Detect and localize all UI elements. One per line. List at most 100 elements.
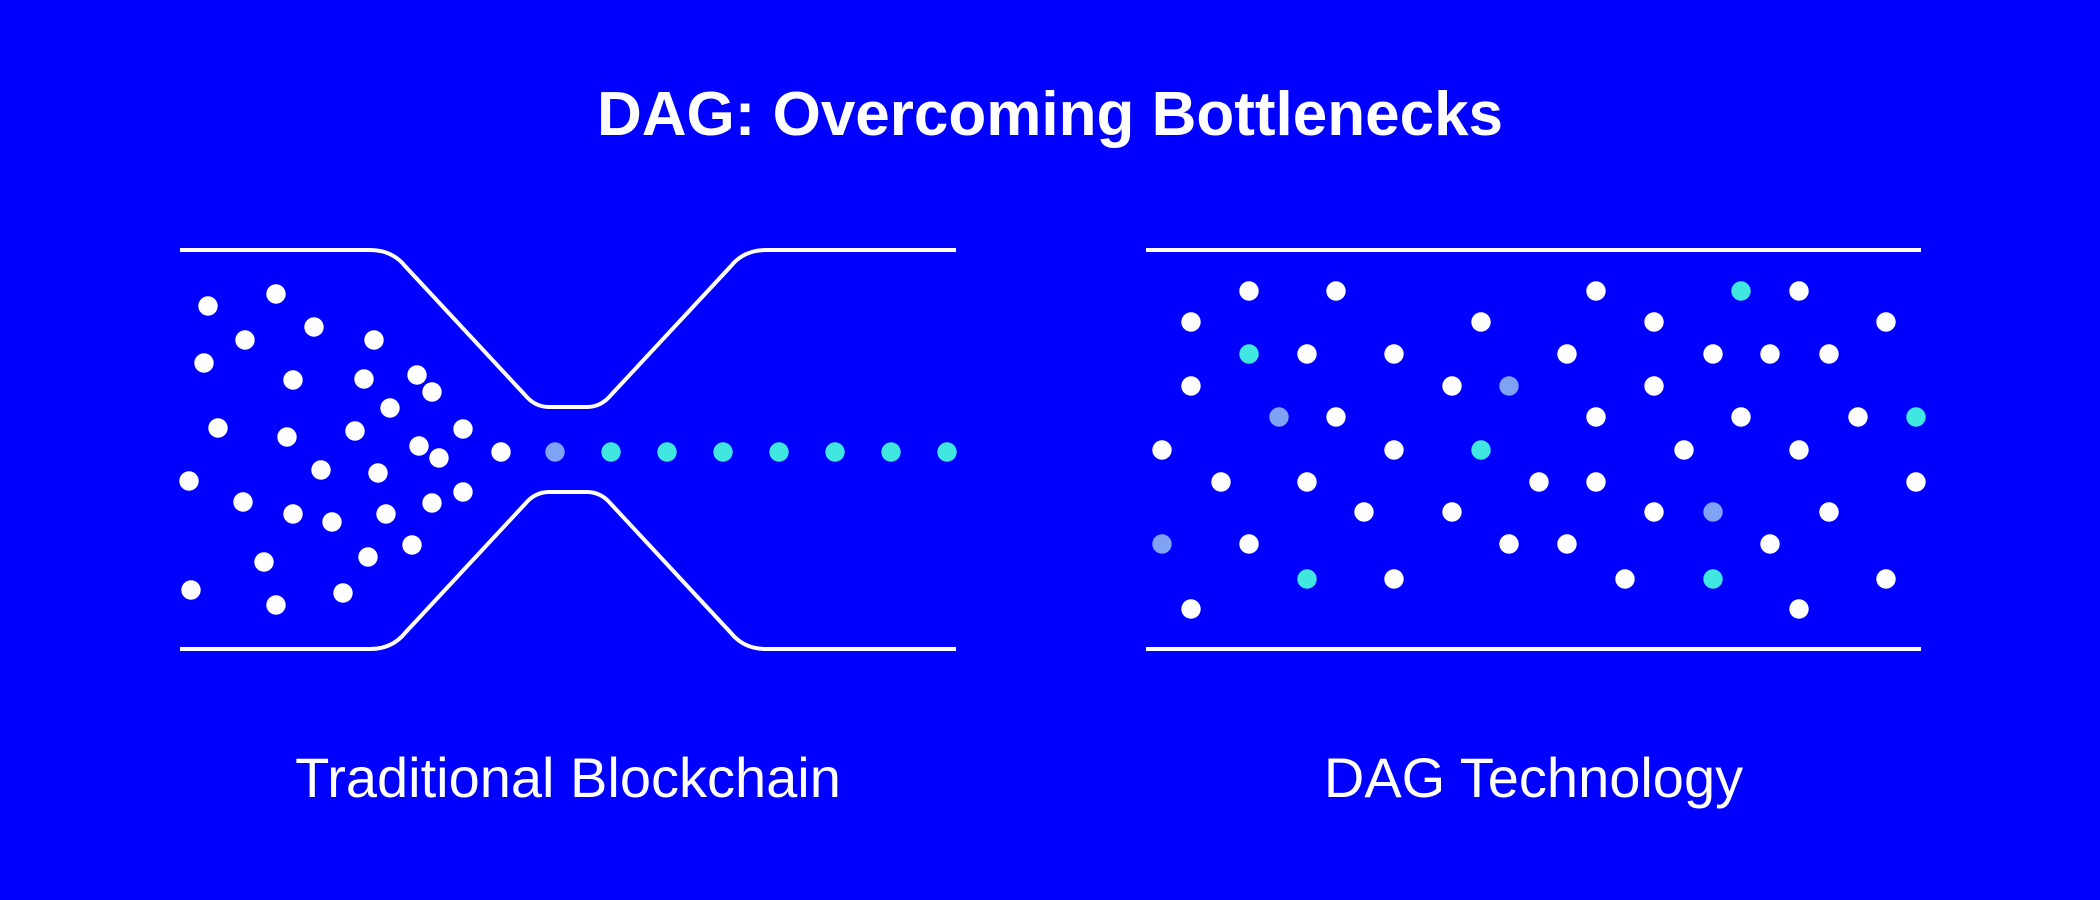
white-dot xyxy=(304,317,324,337)
cyan-dot xyxy=(825,442,845,462)
white-dot xyxy=(311,460,331,480)
funnel-top-wall xyxy=(180,248,956,409)
diagram-title: DAG: Overcoming Bottlenecks xyxy=(596,80,1504,149)
white-dot xyxy=(409,436,429,456)
dag-technology-panel xyxy=(1146,248,1926,651)
white-dot xyxy=(1586,281,1606,301)
white-dot xyxy=(1848,407,1868,427)
white-dot xyxy=(1529,472,1549,492)
cyan-dot xyxy=(1906,407,1926,427)
white-dot xyxy=(453,482,473,502)
white-dot xyxy=(453,419,473,439)
white-dot xyxy=(422,382,442,402)
white-dot xyxy=(354,369,374,389)
white-dot xyxy=(235,330,255,350)
cyan-dot xyxy=(1471,440,1491,460)
white-dot xyxy=(1615,569,1635,589)
cyan-dot xyxy=(1731,281,1751,301)
white-dot xyxy=(368,463,388,483)
white-dot xyxy=(1674,440,1694,460)
white-dot xyxy=(345,421,365,441)
white-dot xyxy=(1181,376,1201,396)
white-dot xyxy=(1326,281,1346,301)
white-dot xyxy=(254,552,274,572)
traditional-blockchain-panel xyxy=(179,248,957,651)
white-dot xyxy=(1152,440,1172,460)
white-dot xyxy=(1442,502,1462,522)
cyan-dot xyxy=(1297,569,1317,589)
white-dot xyxy=(1557,344,1577,364)
lightblue-dot xyxy=(545,442,565,462)
dag-technology-label: DAG Technology xyxy=(1323,746,1744,809)
white-dot xyxy=(1384,569,1404,589)
white-dot xyxy=(1789,281,1809,301)
white-dot xyxy=(1297,344,1317,364)
white-dot xyxy=(194,353,214,373)
white-dot xyxy=(277,427,297,447)
white-dot xyxy=(1760,534,1780,554)
white-dot xyxy=(1471,312,1491,332)
white-dot xyxy=(283,504,303,524)
white-dot xyxy=(208,418,228,438)
white-dot xyxy=(266,595,286,615)
white-dot xyxy=(1644,312,1664,332)
lightblue-dot xyxy=(1152,534,1172,554)
white-dot xyxy=(1211,472,1231,492)
white-dot xyxy=(233,492,253,512)
lightblue-dot xyxy=(1703,502,1723,522)
transaction-dots xyxy=(179,284,957,615)
white-dot xyxy=(1384,344,1404,364)
white-dot xyxy=(358,547,378,567)
white-dot xyxy=(1354,502,1374,522)
cyan-dot xyxy=(769,442,789,462)
cyan-dot xyxy=(601,442,621,462)
white-dot xyxy=(407,365,427,385)
white-dot xyxy=(1181,599,1201,619)
white-dot xyxy=(179,471,199,491)
white-dot xyxy=(1789,599,1809,619)
white-dot xyxy=(1703,344,1723,364)
white-dot xyxy=(376,504,396,524)
white-dot xyxy=(198,296,218,316)
white-dot xyxy=(1819,502,1839,522)
white-dot xyxy=(1557,534,1577,554)
transaction-dots xyxy=(1152,281,1926,619)
white-dot xyxy=(1760,344,1780,364)
white-dot xyxy=(422,493,442,513)
white-dot xyxy=(283,370,303,390)
white-dot xyxy=(1239,534,1259,554)
white-dot xyxy=(364,330,384,350)
white-dot xyxy=(1499,534,1519,554)
white-dot xyxy=(322,512,342,532)
cyan-dot xyxy=(713,442,733,462)
white-dot xyxy=(1876,569,1896,589)
white-dot xyxy=(429,448,449,468)
white-dot xyxy=(333,583,353,603)
cyan-dot xyxy=(1703,569,1723,589)
white-dot xyxy=(1181,312,1201,332)
white-dot xyxy=(1442,376,1462,396)
white-dot xyxy=(266,284,286,304)
white-dot xyxy=(1644,376,1664,396)
lightblue-dot xyxy=(1269,407,1289,427)
white-dot xyxy=(1326,407,1346,427)
white-dot xyxy=(1297,472,1317,492)
white-dot xyxy=(491,442,511,462)
funnel-bottom-wall xyxy=(180,490,956,651)
white-dot xyxy=(1644,502,1664,522)
cyan-dot xyxy=(657,442,677,462)
cyan-dot xyxy=(1239,344,1259,364)
white-dot xyxy=(1906,472,1926,492)
white-dot xyxy=(1586,407,1606,427)
white-dot xyxy=(1731,407,1751,427)
white-dot xyxy=(1819,344,1839,364)
white-dot xyxy=(1586,472,1606,492)
traditional-blockchain-label: Traditional Blockchain xyxy=(295,746,841,809)
white-dot xyxy=(1239,281,1259,301)
white-dot xyxy=(1789,440,1809,460)
white-dot xyxy=(181,580,201,600)
lightblue-dot xyxy=(1499,376,1519,396)
white-dot xyxy=(402,535,422,555)
cyan-dot xyxy=(881,442,901,462)
